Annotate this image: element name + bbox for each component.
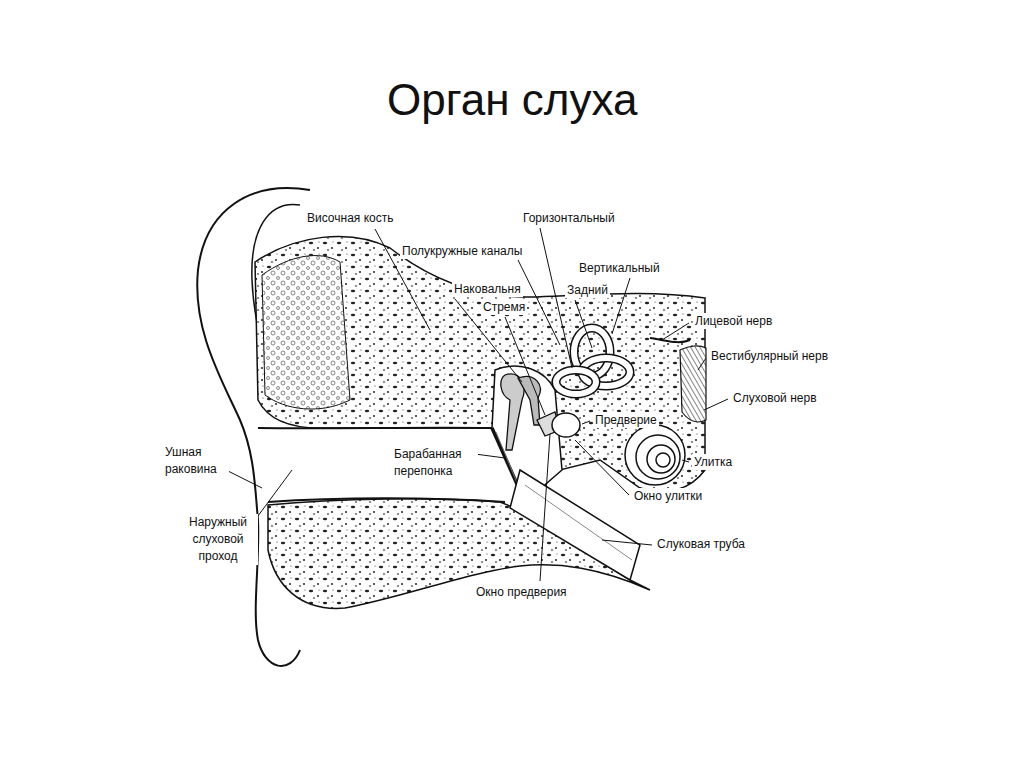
eustachian-tube-part xyxy=(525,485,632,560)
leader-lines xyxy=(226,228,728,581)
part-label: Окно улитки xyxy=(632,488,704,504)
part-label: Височная кость xyxy=(305,210,395,226)
leader-lines-part xyxy=(475,454,505,458)
vestibule xyxy=(552,413,580,437)
part-label: Улитка xyxy=(692,454,734,470)
part-label: Вестибулярный нерв xyxy=(709,348,830,364)
cochlea xyxy=(625,425,685,485)
cochlea-part xyxy=(647,445,675,473)
leader-lines-part xyxy=(698,358,706,370)
part-label: Полукружные каналы xyxy=(400,243,524,259)
part-label: Вертикальный xyxy=(577,260,662,276)
part-label: Наковальня xyxy=(452,281,523,297)
ear-canal-part xyxy=(268,498,505,502)
leader-lines-part xyxy=(662,323,689,340)
part-label: Горизонтальный xyxy=(521,210,617,226)
leader-lines-part xyxy=(575,440,629,495)
ear-canal xyxy=(258,428,505,502)
cochlea-part xyxy=(625,425,685,485)
part-label: Предверие xyxy=(593,412,659,428)
leader-lines-part xyxy=(255,470,292,520)
part-label: Слуковая труба xyxy=(655,536,747,552)
leader-lines-part xyxy=(704,399,728,410)
part-label: Слуховой нерв xyxy=(731,390,819,406)
part-label: Ушная раковина xyxy=(163,444,229,478)
nerves-part xyxy=(650,338,690,342)
temporal-bone-part xyxy=(255,237,705,491)
leader-lines-part xyxy=(505,317,545,415)
leader-lines-part xyxy=(540,434,550,581)
diagram-title: Орган слуха xyxy=(387,74,637,126)
leader-lines-part xyxy=(602,540,652,545)
part-label: Лицевой нерв xyxy=(693,313,774,329)
leader-lines-part xyxy=(612,278,630,334)
vestibule-part xyxy=(552,413,580,437)
part-label: Задний xyxy=(565,282,610,298)
temporal-bone-part xyxy=(262,256,350,410)
part-label: Барабанная перепонка xyxy=(392,446,478,480)
part-label: Стремя xyxy=(481,299,527,315)
leader-lines-part xyxy=(582,421,590,424)
ossicles xyxy=(501,374,560,450)
semicircular-canals-part xyxy=(556,370,596,394)
cochlea-part xyxy=(636,435,680,479)
ossicles-part xyxy=(518,376,540,425)
leader-lines-part xyxy=(226,470,262,488)
ossicles-part xyxy=(501,374,524,450)
ear-canal-part xyxy=(258,427,492,429)
part-label: Наружный слуховой проход xyxy=(178,514,258,565)
nerves xyxy=(650,338,706,422)
leader-lines-part xyxy=(540,228,572,368)
leader-lines-part xyxy=(575,300,592,348)
nerves-part xyxy=(680,346,706,422)
temporal-bone xyxy=(255,237,705,609)
semicircular-canals-part xyxy=(556,370,596,394)
semicircular-canals xyxy=(556,328,630,394)
part-label: Окно предверия xyxy=(474,584,569,600)
leader-lines-part xyxy=(682,460,689,462)
cochlea-part xyxy=(656,453,670,467)
